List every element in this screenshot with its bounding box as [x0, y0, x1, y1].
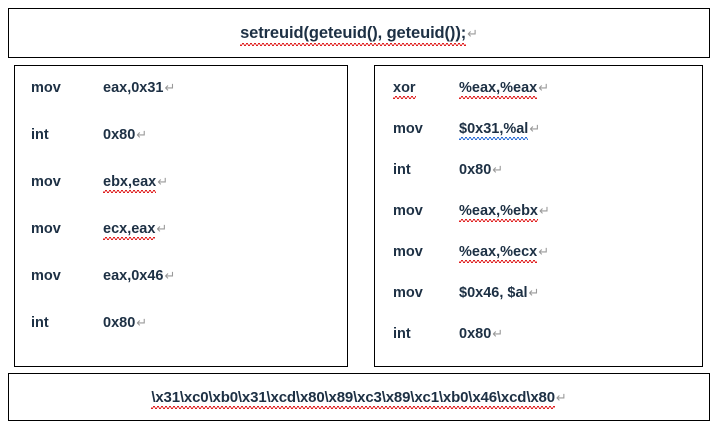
asm-row: mov $0x31,%al↵: [375, 121, 702, 162]
asm-row: mov eax,0x46↵: [15, 268, 347, 315]
intel-mnemonic: mov: [31, 221, 61, 237]
return-mark-icon: ↵: [164, 80, 176, 95]
intel-mnemonic: mov: [31, 80, 61, 96]
asm-row: mov ecx,eax↵: [15, 221, 347, 268]
att-mnemonic: xor: [393, 80, 459, 99]
return-mark-icon: ↵: [539, 203, 550, 218]
asm-row: mov eax,0x31↵: [15, 80, 347, 127]
intel-operand: ecx,eax↵: [103, 221, 168, 240]
c-source-text: setreuid(geteuid(), geteuid());↵: [240, 23, 478, 46]
return-mark-icon: ↵: [538, 80, 550, 95]
att-operand: %eax,%ecx↵: [459, 244, 550, 263]
asm-row: int 0x80↵: [15, 315, 347, 362]
operand-text: 0x80: [103, 315, 136, 331]
att-operand: 0x80↵: [459, 162, 503, 178]
return-mark-icon: ↵: [555, 389, 567, 405]
att-operand: 0x80↵: [459, 326, 503, 342]
return-mark-icon: ↵: [528, 285, 540, 300]
att-mnemonic: mov: [393, 244, 423, 260]
asm-row: xor %eax,%eax↵: [375, 80, 702, 121]
grammarcheck-underline: $0x31,%al: [459, 121, 529, 140]
asm-row: int 0x80↵: [375, 326, 702, 367]
operand-text: 0x80: [459, 326, 492, 342]
asm-row: int 0x80↵: [375, 162, 702, 203]
return-mark-icon: ↵: [136, 127, 148, 142]
att-operand: %eax,%ebx↵: [459, 203, 550, 222]
spellcheck-underline: %eax,%ecx: [459, 244, 538, 263]
intel-operand: 0x80↵: [103, 127, 147, 143]
att-operand: $0x31,%al↵: [459, 121, 541, 140]
return-mark-icon: ↵: [492, 326, 504, 341]
att-mnemonic: mov: [393, 285, 423, 301]
operand-text: $0x46, $al: [459, 285, 528, 301]
att-mnemonic: mov: [393, 121, 423, 137]
att-operand: %eax,%eax↵: [459, 80, 550, 99]
return-mark-icon: ↵: [164, 268, 176, 283]
return-mark-icon: ↵: [136, 315, 148, 330]
intel-operand: 0x80↵: [103, 315, 147, 331]
return-mark-icon: ↵: [492, 162, 504, 177]
asm-row: mov ebx,eax↵: [15, 174, 347, 221]
return-mark-icon: ↵: [157, 174, 169, 189]
intel-mnemonic: mov: [31, 268, 61, 284]
intel-operand: eax,0x46↵: [103, 268, 175, 284]
spellcheck-underline: ecx,eax: [103, 221, 156, 240]
spellcheck-underline: ebx,eax: [103, 174, 157, 193]
return-mark-icon: ↵: [538, 244, 550, 259]
shellcode-bytes: \x31\xc0\xb0\x31\xcd\x80\x89\xc3\x89\xc1…: [151, 388, 555, 409]
operand-text: 0x80: [103, 127, 136, 143]
c-source-call: setreuid(geteuid(), geteuid());: [240, 23, 467, 46]
shellcode-text: \x31\xc0\xb0\x31\xcd\x80\x89\xc3\x89\xc1…: [151, 388, 567, 409]
intel-mnemonic: int: [31, 315, 49, 331]
return-mark-icon: ↵: [467, 25, 478, 41]
operand-text: eax,0x46: [103, 268, 164, 284]
return-mark-icon: ↵: [529, 121, 541, 136]
asm-row: mov %eax,%ecx↵: [375, 244, 702, 285]
intel-operand: ebx,eax↵: [103, 174, 169, 193]
spellcheck-underline: %eax,%eax: [459, 80, 538, 99]
intel-mnemonic: int: [31, 127, 49, 143]
att-mnemonic: mov: [393, 203, 423, 219]
c-source-box: setreuid(geteuid(), geteuid());↵: [8, 8, 710, 58]
operand-text: 0x80: [459, 162, 492, 178]
spellcheck-underline: xor: [393, 80, 416, 99]
asm-row: int 0x80↵: [15, 127, 347, 174]
att-mnemonic: int: [393, 162, 411, 178]
spellcheck-underline: %eax,%ebx: [459, 203, 538, 222]
att-mnemonic: int: [393, 326, 411, 342]
intel-operand: eax,0x31↵: [103, 80, 175, 96]
shellcode-box: \x31\xc0\xb0\x31\xcd\x80\x89\xc3\x89\xc1…: [8, 373, 710, 421]
asm-row: mov $0x46, $al↵: [375, 285, 702, 326]
asm-row: mov %eax,%ebx↵: [375, 203, 702, 244]
return-mark-icon: ↵: [156, 221, 168, 236]
operand-text: eax,0x31: [103, 80, 164, 96]
intel-mnemonic: mov: [31, 174, 61, 190]
att-operand: $0x46, $al↵: [459, 285, 539, 301]
